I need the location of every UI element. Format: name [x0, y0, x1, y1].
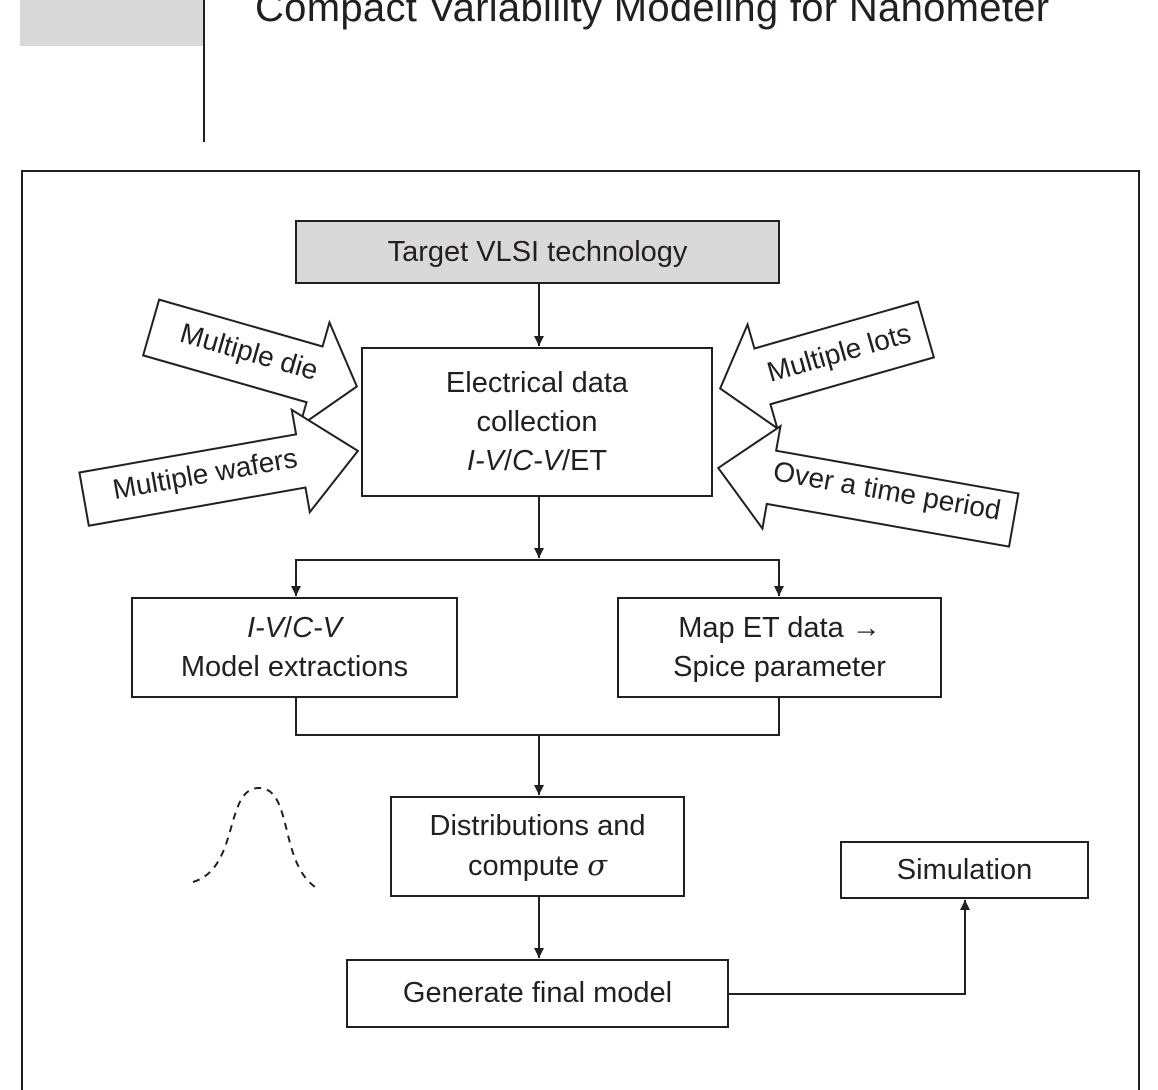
dist-line1: Distributions and — [429, 810, 646, 842]
connector-to-sim — [729, 900, 970, 995]
node-map-et-data: Map ET data → Spice parameter — [617, 597, 942, 698]
node-target-technology: Target VLSI technology — [295, 220, 780, 284]
node-data-collection: Electrical data collection I-V/C-V/ET — [361, 347, 713, 497]
collection-line1: Electrical data — [445, 366, 629, 399]
header-rule — [203, 0, 205, 142]
collection-line2: collection — [476, 405, 598, 438]
node-distributions: Distributions and compute σ — [390, 796, 685, 897]
sim-label: Simulation — [896, 853, 1033, 886]
distribution-curve — [192, 786, 321, 891]
header-tab — [20, 0, 203, 46]
collection-line3: I-V/C-V/ET — [467, 442, 607, 481]
dist-line2: compute σ — [468, 846, 607, 886]
node-model-extractions: I-V/C-V Model extractions — [131, 597, 458, 698]
dist-compute: compute — [467, 850, 588, 882]
input-arrow-wafers — [78, 407, 360, 527]
map-line2: Spice parameter — [673, 650, 886, 683]
connector-merge — [295, 698, 780, 736]
node-generate-final-model: Generate final model — [346, 959, 729, 1028]
input-arrow-time — [716, 423, 1020, 548]
collection-iv: I-V — [466, 444, 504, 477]
collection-et: /ET — [561, 444, 608, 477]
input-arrow-lots — [718, 300, 936, 431]
node-target-label: Target VLSI technology — [387, 235, 688, 268]
figure-frame — [21, 170, 1140, 1090]
extract-cv: C-V — [292, 611, 343, 644]
final-label: Generate final model — [402, 977, 673, 1009]
extract-line1: I-V/C-V — [247, 609, 342, 648]
collection-sep: / — [503, 444, 513, 477]
page-title: Compact Variability Modeling for Nanomet… — [255, 0, 1050, 30]
sigma-symbol: σ — [587, 848, 608, 882]
extract-iv: I-V — [246, 611, 285, 644]
collection-cv: C-V — [512, 444, 562, 477]
extract-sep: / — [284, 611, 293, 644]
input-arrow-die — [141, 298, 359, 429]
extract-line2: Model extractions — [180, 650, 409, 683]
node-simulation: Simulation — [840, 841, 1089, 899]
map-line1: Map ET data → — [678, 611, 881, 644]
